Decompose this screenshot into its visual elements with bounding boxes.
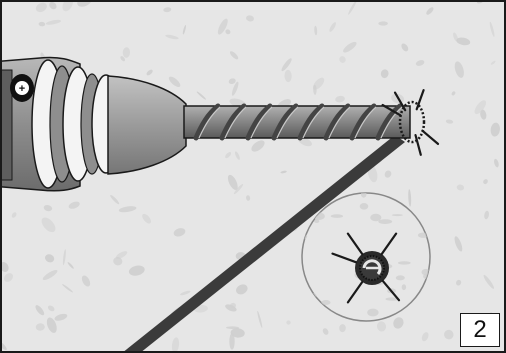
drill-bit [184, 106, 410, 138]
drill-bit-shaft [184, 106, 410, 138]
inset-hole-detail [355, 251, 389, 285]
step-number-badge: 2 [460, 313, 500, 347]
step-number: 2 [473, 316, 486, 344]
plus-in-circle-icon: + [10, 74, 34, 102]
rotation-marker-label: + [19, 83, 25, 95]
